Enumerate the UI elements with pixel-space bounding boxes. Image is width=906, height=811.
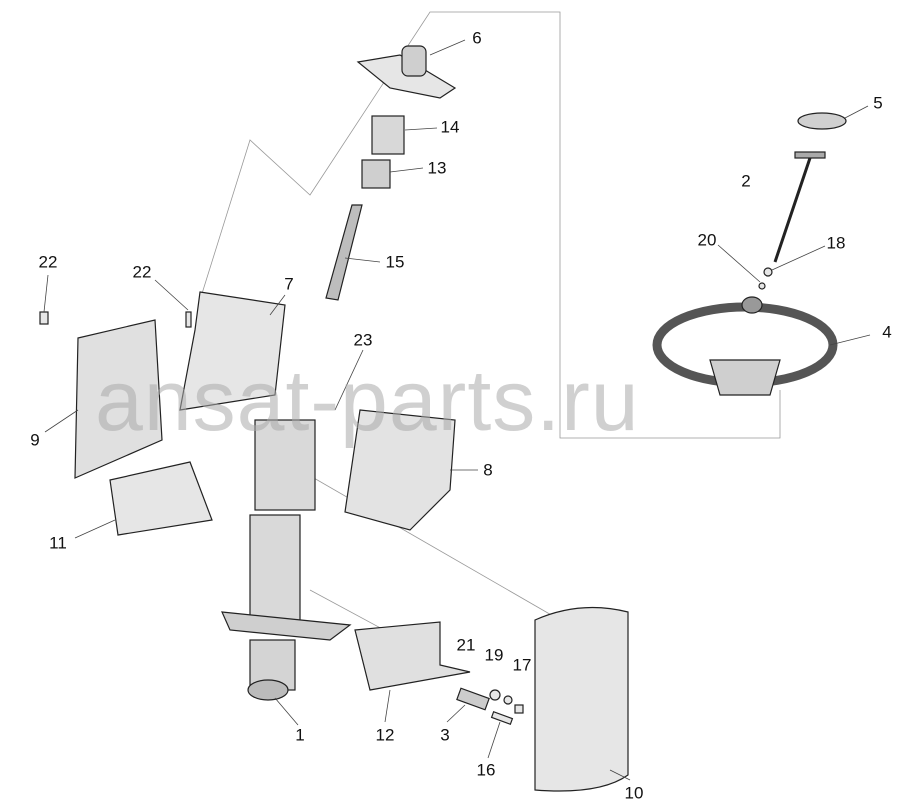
part-2-head — [794, 151, 826, 159]
leader-line — [487, 721, 501, 759]
part-6-boss — [401, 45, 427, 77]
callout-5: 5 — [873, 93, 883, 113]
part-2-rod[interactable] — [773, 157, 812, 263]
leader-line — [334, 349, 364, 411]
leader-line — [269, 294, 286, 316]
part-5-horn-cap[interactable] — [797, 112, 847, 130]
part-20-washer[interactable] — [758, 282, 766, 290]
leader-line — [43, 274, 49, 313]
callout-15: 15 — [385, 252, 405, 272]
part-18-nut[interactable] — [763, 267, 773, 277]
part-14-bushing[interactable] — [371, 115, 405, 155]
part-7-bracket[interactable] — [179, 291, 286, 411]
leader-line — [274, 697, 299, 726]
callout-18: 18 — [826, 233, 846, 253]
leader-line — [344, 257, 381, 263]
part-22-screw[interactable] — [185, 311, 192, 328]
leader-line — [429, 39, 466, 56]
callout-23: 23 — [353, 330, 373, 350]
callout-7: 7 — [284, 274, 294, 294]
leader-line — [404, 127, 438, 131]
callout-2: 2 — [741, 171, 751, 191]
part-3-pin[interactable] — [456, 687, 490, 711]
part-17-nut[interactable] — [514, 704, 524, 714]
leader-line — [771, 245, 826, 271]
leader-line — [74, 519, 116, 539]
part-11-panel[interactable] — [109, 461, 213, 536]
callout-11: 11 — [49, 533, 67, 553]
leader-line — [717, 244, 761, 283]
assembly-guide-line — [199, 11, 781, 439]
leader-line — [384, 689, 391, 723]
part-13-bushing[interactable] — [361, 159, 391, 189]
part-10-lower-cover[interactable] — [534, 606, 629, 792]
callout-13: 13 — [427, 158, 447, 178]
callout-20: 20 — [697, 230, 717, 250]
part-21-washer[interactable] — [489, 689, 501, 701]
column-base-plate — [221, 611, 352, 641]
part-4-hub — [709, 359, 781, 396]
callout-22: 22 — [132, 262, 152, 282]
part-6-top-cover[interactable] — [356, 54, 457, 99]
part-15-shaft[interactable] — [325, 204, 363, 301]
part-1-end — [247, 679, 289, 701]
part-4-knob — [741, 296, 763, 314]
callout-22: 22 — [38, 252, 58, 272]
steering-column-upper[interactable] — [254, 419, 316, 511]
part-16-bolt[interactable] — [490, 710, 514, 726]
part-12-cover[interactable] — [354, 621, 471, 691]
steering-column-lower[interactable] — [249, 514, 301, 626]
leader-line — [389, 167, 424, 173]
guide-line — [299, 469, 561, 621]
leader-line — [446, 704, 466, 723]
callout-19: 19 — [484, 645, 504, 665]
part-8-cover[interactable] — [344, 409, 456, 531]
leader-line — [44, 409, 79, 433]
part-9-panel[interactable] — [74, 319, 163, 479]
leader-line — [829, 334, 871, 346]
callout-17: 17 — [512, 655, 532, 675]
watermark: ansat-parts.ru — [95, 353, 640, 449]
part-19-nut[interactable] — [503, 695, 513, 705]
callout-1: 1 — [295, 725, 305, 745]
part-22-screw[interactable] — [39, 311, 49, 325]
leader-line — [609, 769, 631, 781]
callout-9: 9 — [30, 430, 40, 450]
callout-12: 12 — [375, 725, 395, 745]
callout-8: 8 — [483, 460, 493, 480]
callout-3: 3 — [440, 725, 450, 745]
callout-14: 14 — [440, 117, 460, 137]
leader-line — [154, 279, 189, 311]
callout-16: 16 — [476, 760, 496, 780]
callout-6: 6 — [472, 28, 482, 48]
leader-line — [844, 105, 869, 119]
callout-10: 10 — [624, 783, 644, 803]
callout-4: 4 — [882, 322, 892, 342]
callout-21: 21 — [456, 635, 476, 655]
